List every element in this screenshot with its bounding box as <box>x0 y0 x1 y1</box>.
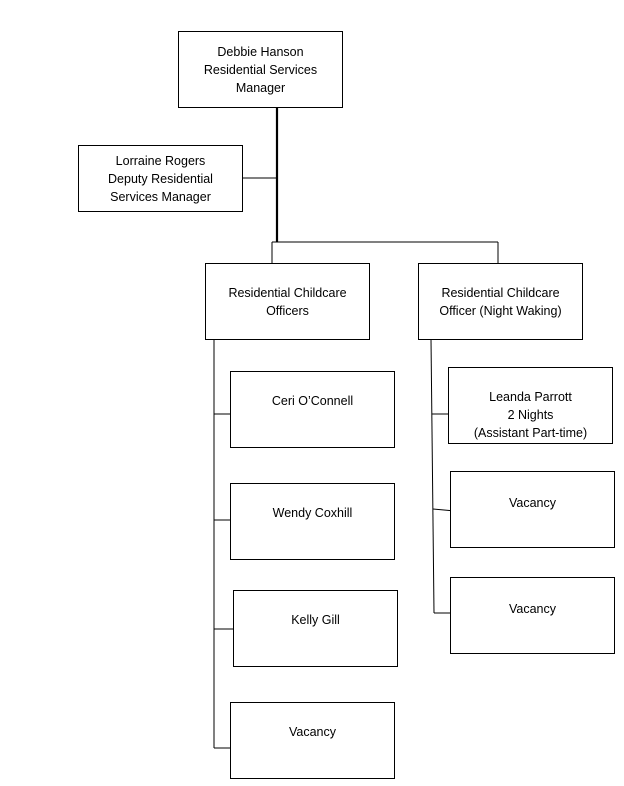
officer-name: Wendy Coxhill <box>272 506 353 520</box>
night-vertical-line <box>430 338 435 614</box>
night-officer-box-vacancy-1: Vacancy <box>450 471 615 548</box>
officer-box-kelly: Kelly Gill <box>233 590 398 667</box>
deputy-title-line2: Services Manager <box>110 189 211 204</box>
night-officer-name: Leanda Parrott <box>489 390 572 404</box>
officer-box-vacancy: Vacancy <box>230 702 395 779</box>
night-officer-box-leanda: Leanda Parrott 2 Nights (Assistant Part-… <box>448 367 613 444</box>
officer-name: Ceri O’Connell <box>271 394 354 408</box>
manager-name: Debbie Hanson <box>217 44 304 59</box>
deputy-title-line1: Deputy Residential <box>108 171 213 186</box>
officers-group-box: Residential Childcare Officers <box>205 263 370 340</box>
night-officer-name: Vacancy <box>508 496 556 510</box>
night-officer-detail2: (Assistant Part-time) <box>473 426 588 440</box>
officer-name: Kelly Gill <box>291 613 340 627</box>
officers-group-line2: Officers <box>266 303 309 318</box>
officer-box-wendy: Wendy Coxhill <box>230 483 395 560</box>
night-officer-name: Vacancy <box>508 602 556 616</box>
officer-name: Vacancy <box>288 725 336 739</box>
night-group-box: Residential Childcare Officer (Night Wak… <box>418 263 583 340</box>
officers-group-line1: Residential Childcare <box>228 285 347 300</box>
manager-title-line2: Manager <box>235 80 286 95</box>
night-officer-box-vacancy-2: Vacancy <box>450 577 615 654</box>
officer-box-ceri: Ceri O’Connell <box>230 371 395 448</box>
night-officer-detail1: 2 Nights <box>507 408 554 422</box>
manager-title-line1: Residential Services <box>203 62 318 77</box>
deputy-box: Lorraine Rogers Deputy Residential Servi… <box>78 145 243 212</box>
deputy-name: Lorraine Rogers <box>115 153 206 168</box>
night-group-line1: Residential Childcare <box>441 285 560 300</box>
night-group-line2: Officer (Night Waking) <box>439 303 562 318</box>
manager-box: Debbie Hanson Residential Services Manag… <box>178 31 343 108</box>
